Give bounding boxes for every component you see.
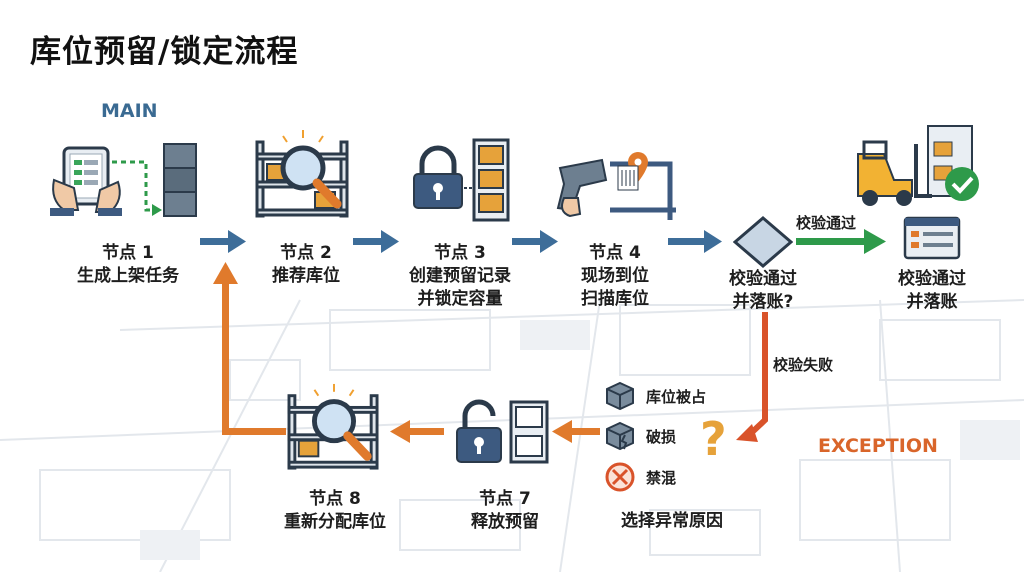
node-4-title: 节点 4 xyxy=(589,243,641,263)
done-text-2: 并落账 xyxy=(906,292,958,312)
node-8-label[interactable]: 节点 8 重新分配库位 xyxy=(250,488,420,534)
node-7-text: 释放预留 xyxy=(471,512,539,532)
record-sheet-icon xyxy=(903,216,961,260)
decision-label[interactable]: 校验通过 并落账? xyxy=(678,268,848,314)
tablet-task-icon xyxy=(50,143,197,217)
forklift-check-icon xyxy=(857,125,979,206)
page-title: 库位预留/锁定流程 xyxy=(30,34,299,70)
node-3-title: 节点 3 xyxy=(434,243,486,263)
padlock-shelf-icon xyxy=(413,138,510,222)
done-label[interactable]: 校验通过 并落账 xyxy=(847,268,1017,314)
magnifier-rack-search-icon xyxy=(287,383,379,470)
node-1-text: 生成上架任务 xyxy=(77,266,179,286)
node-1-label[interactable]: 节点 1 生成上架任务 xyxy=(43,242,213,288)
exception-caption: 选择异常原因 xyxy=(621,511,723,531)
node-2-title: 节点 2 xyxy=(280,243,332,263)
decision-text-2: 并落账? xyxy=(732,292,794,312)
node-1-title: 节点 1 xyxy=(102,243,154,263)
lane-label-main: MAIN xyxy=(101,100,158,122)
done-text: 校验通过 xyxy=(898,269,966,289)
forbidden-icon xyxy=(605,462,635,492)
node-3-text: 创建预留记录 xyxy=(409,266,511,286)
node-3-label[interactable]: 节点 3 创建预留记录 并锁定容量 xyxy=(375,242,545,311)
node-4-text-2: 扫描库位 xyxy=(581,289,649,309)
node-8-text: 重新分配库位 xyxy=(284,512,386,532)
edge-label-fail: 校验失败 xyxy=(773,356,834,374)
reason-damaged[interactable]: 破损 xyxy=(646,428,677,446)
box-occupied-icon xyxy=(606,381,634,411)
lane-label-exception: EXCEPTION xyxy=(818,435,938,457)
node-4-text: 现场到位 xyxy=(581,266,649,286)
node-8-title: 节点 8 xyxy=(309,489,361,509)
node-4-label[interactable]: 节点 4 现场到位 扫描库位 xyxy=(530,242,700,311)
question-icon: ? xyxy=(700,412,727,466)
box-damaged-icon xyxy=(606,421,634,451)
node-2-text: 推荐库位 xyxy=(272,266,340,286)
node-7-label[interactable]: 节点 7 释放预留 xyxy=(420,488,590,534)
reason-occupied[interactable]: 库位被占 xyxy=(646,388,707,406)
open-padlock-icon xyxy=(456,399,549,464)
decision-text: 校验通过 xyxy=(729,269,797,289)
barcode-scanner-icon xyxy=(556,152,676,220)
node-2-label[interactable]: 节点 2 推荐库位 xyxy=(221,242,391,288)
decision-diamond-icon[interactable] xyxy=(733,216,793,268)
node-3-text-2: 并锁定容量 xyxy=(417,289,503,309)
edge-label-pass: 校验通过 xyxy=(796,214,857,232)
magnifier-rack-icon xyxy=(255,130,349,218)
node-7-title: 节点 7 xyxy=(479,489,531,509)
reason-no-mixing[interactable]: 禁混 xyxy=(646,469,677,487)
